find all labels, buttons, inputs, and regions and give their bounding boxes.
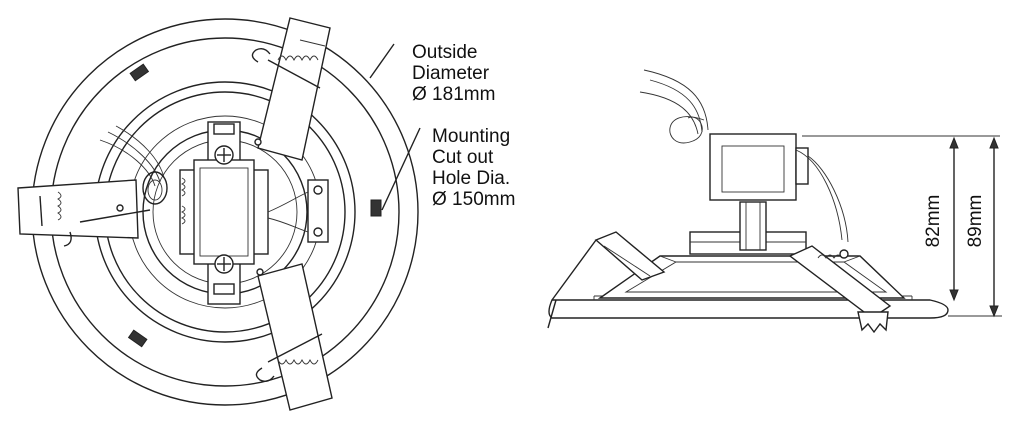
rim-clip-marker [370,199,382,217]
side-wires [639,69,849,243]
front-view [17,17,421,411]
cutout-label-line-3: Hole Dia. [432,168,511,189]
outside-label-line-2: Diameter [412,63,490,84]
rim-clip-marker [127,329,148,348]
trim-flange [548,299,949,319]
top-spring-clip [251,17,331,161]
dimension-89mm [804,135,1002,318]
rim-clip-marker [129,63,150,82]
bottom-spring-clip [255,263,333,411]
outside-diameter-leader [369,43,395,79]
driver-box [709,133,797,201]
dim-89mm-label: 89mm [965,194,986,248]
outside-label-line-1: Outside [412,42,478,63]
cutout-leader [381,127,421,211]
cutout-label-line-4: Ø 150mm [432,189,516,210]
terminal-block [267,179,329,243]
wire-bundle [99,125,168,205]
outside-label-line-3: Ø 181mm [412,84,496,105]
transformer-block [179,121,269,305]
dim-82mm-label: 82mm [923,194,944,248]
left-spring-clip [17,179,151,247]
right-spring-arm [788,245,892,334]
left-spring-arm [547,231,666,329]
side-view [547,69,1002,334]
lamp-neck [739,201,767,251]
cutout-label-line-2: Cut out [432,147,494,168]
cutout-label-line-1: Mounting [432,126,511,147]
cutout-diameter-label: Mounting Cut out Hole Dia. Ø 150mm [432,126,515,210]
outside-diameter-label: Outside Diameter Ø 181mm [412,42,495,105]
